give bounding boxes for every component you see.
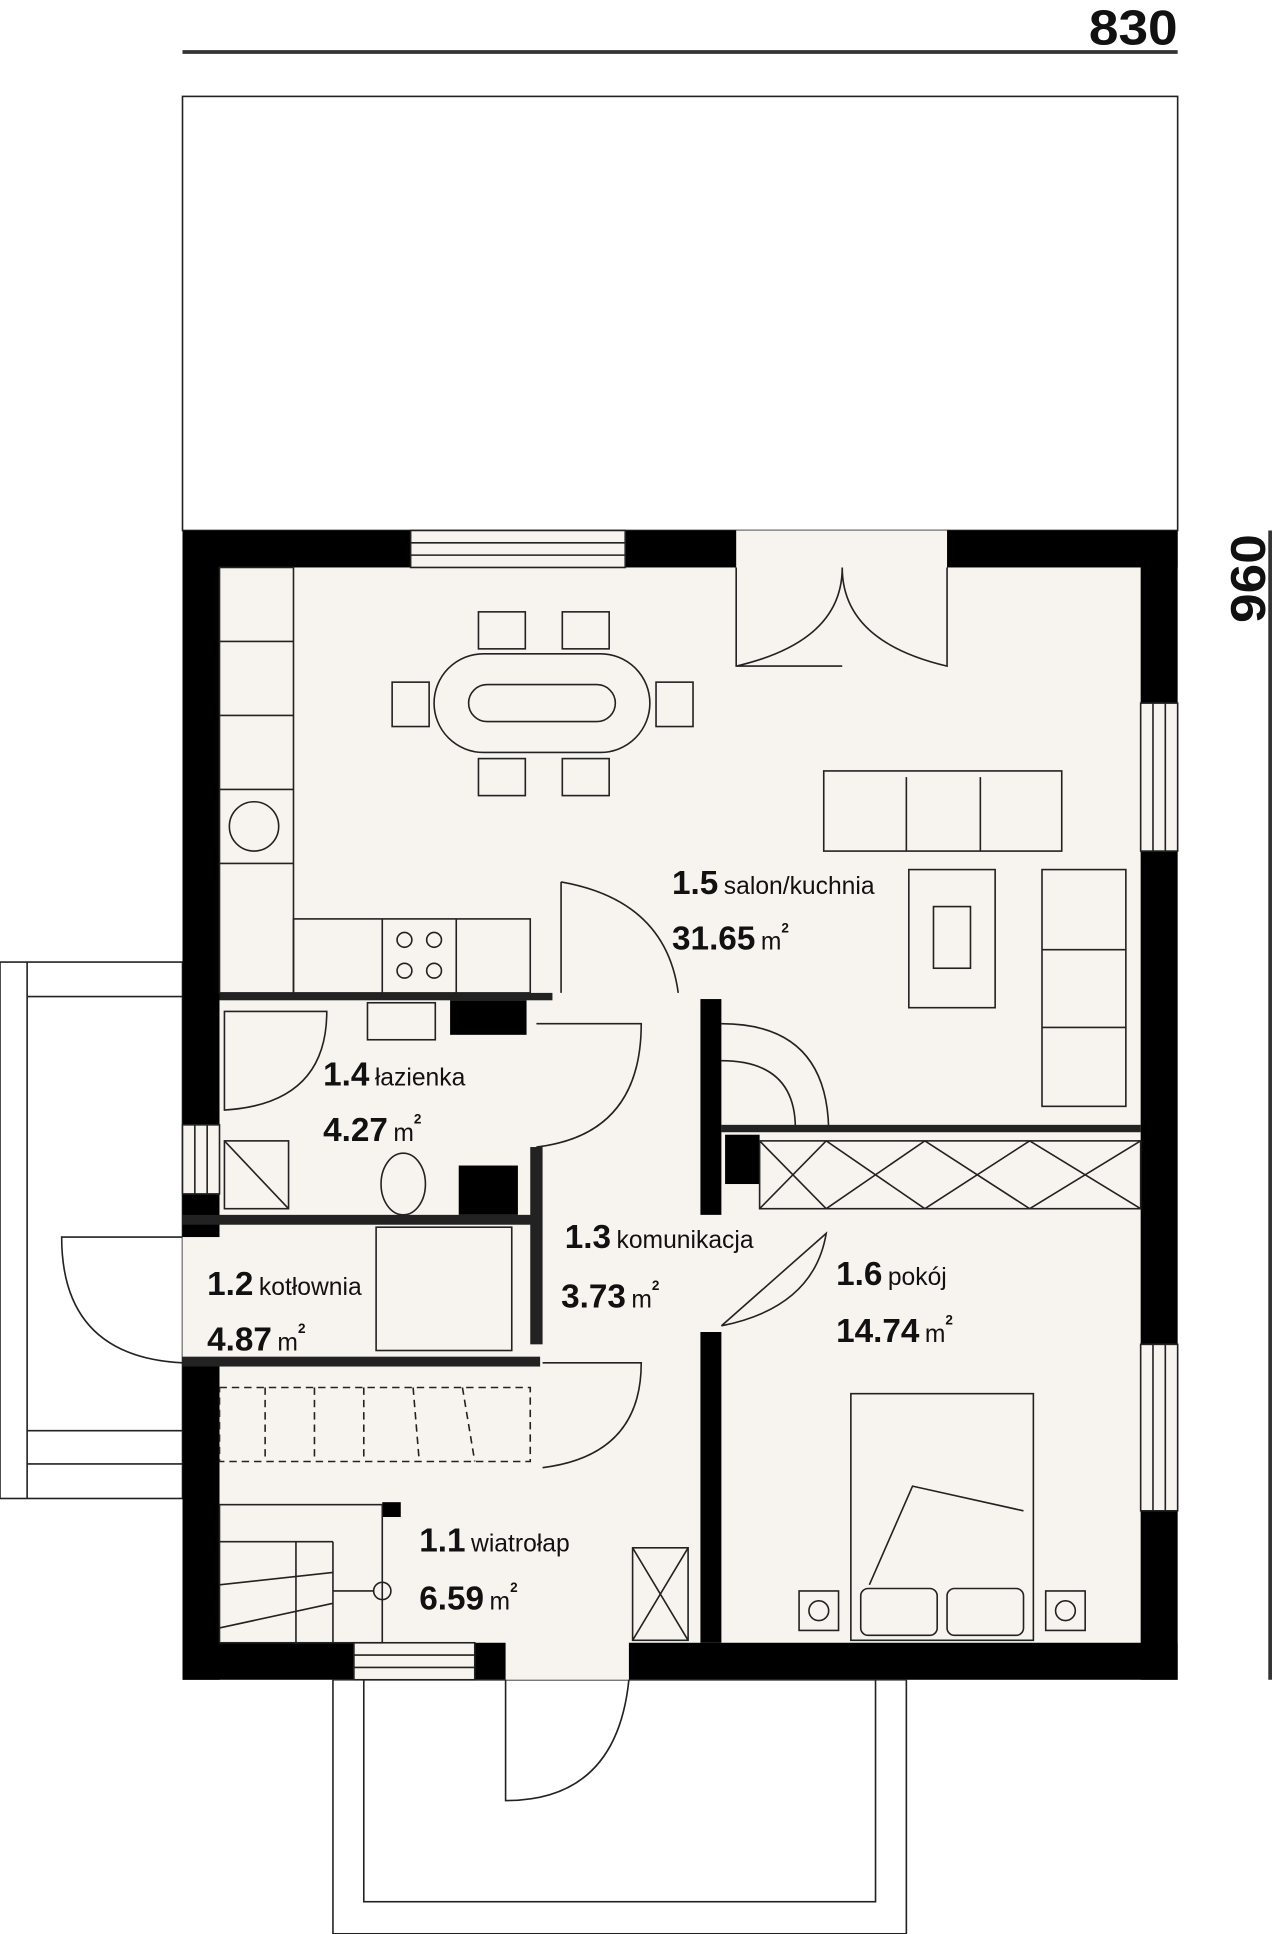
outer-walls [182,530,1178,1680]
svg-text:4.27 m2: 4.27 m2 [323,1112,421,1149]
bed [798,1392,1086,1642]
room-label-1-1: 1.1 wiatrołap 6.59 m2 [419,1523,569,1618]
svg-text:1.4 łazienka: 1.4 łazienka [323,1056,465,1093]
doors [60,567,948,1802]
svg-text:3.73 m2: 3.73 m2 [561,1278,659,1315]
svg-text:6.59 m2: 6.59 m2 [419,1580,517,1617]
svg-text:1.6 pokój: 1.6 pokój [836,1256,947,1293]
room-label-1-4: 1.4 łazienka 4.27 m2 [323,1056,465,1148]
width-dimension: 830 [1089,1,1178,56]
wardrobe [758,1140,1142,1210]
living-furniture [822,770,1127,1108]
room-label-1-5: 1.5 salon/kuchnia 31.65 m2 [672,865,875,957]
svg-text:14.74 m2: 14.74 m2 [836,1313,953,1350]
stairs [218,1386,532,1463]
interior-walls [182,992,1141,1643]
svg-text:4.87 m2: 4.87 m2 [207,1321,305,1358]
boiler [375,1226,513,1352]
entrance-porch [332,1678,908,1934]
dining-table [391,611,694,797]
windows [181,529,1179,1681]
room-label-1-3: 1.3 komunikacja 3.73 m2 [561,1219,754,1315]
room-label-1-6: 1.6 pokój 14.74 m2 [836,1256,953,1350]
svg-text:1.1 wiatrołap: 1.1 wiatrołap [419,1523,569,1560]
svg-text:31.65 m2: 31.65 m2 [672,920,789,957]
svg-text:1.3 komunikacja: 1.3 komunikacja [565,1219,754,1256]
floor-area [182,530,1178,1680]
left-terrace [0,961,184,1500]
bathroom-fixtures [223,1001,437,1216]
svg-text:1.2 kotłownia: 1.2 kotłownia [207,1266,362,1303]
upper-outline [181,95,1179,532]
stairs-lower [218,1503,392,1644]
room-label-1-2: 1.2 kotłownia 4.87 m2 [207,1266,362,1358]
kitchen-units [218,566,532,994]
entrance-cupboard [631,1547,689,1642]
entrance-cupboard-cross [631,1547,689,1641]
svg-text:1.5 salon/kuchnia: 1.5 salon/kuchnia [672,865,875,902]
depth-dimension: 960 [1221,534,1276,623]
